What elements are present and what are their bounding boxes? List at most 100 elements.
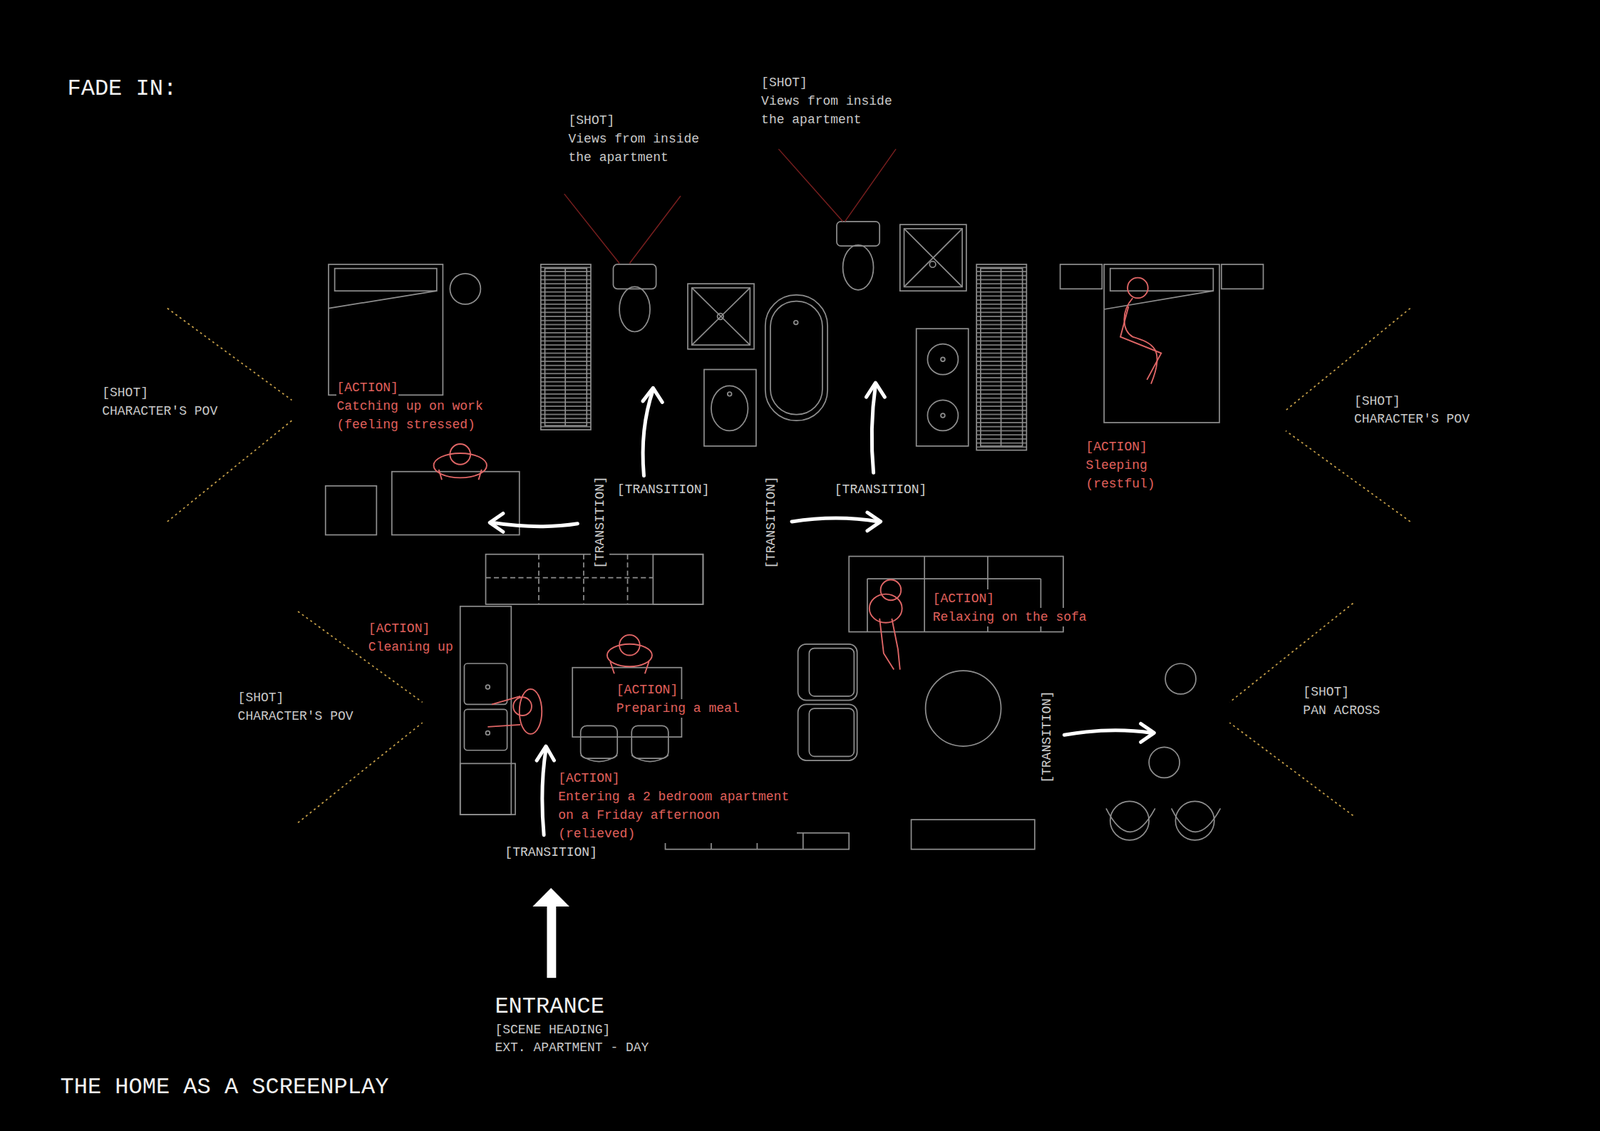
furniture-part (1221, 264, 1264, 289)
transition-arrow-part (867, 512, 881, 531)
transition-arrow-part (642, 387, 663, 402)
furniture-part (692, 287, 751, 345)
furniture-part (631, 755, 669, 762)
character-figure-part (880, 580, 902, 601)
camera-cone-part (1285, 308, 1411, 411)
entrance-label: ENTRANCE (494, 993, 605, 1021)
furniture-part (486, 731, 491, 736)
action-note: Catching up on work (feeling stressed) (336, 396, 491, 435)
camera-cone-part (1229, 602, 1353, 703)
furniture-part (770, 301, 823, 415)
furniture-part (976, 264, 1027, 451)
furniture-part (328, 290, 437, 308)
furniture-part (980, 268, 1023, 447)
character-figure-part (619, 635, 640, 656)
action-note: Entering a 2 bedroom apartment on a Frid… (558, 787, 797, 844)
view-line-part (778, 148, 843, 222)
furniture-part (619, 286, 650, 332)
furniture-part (911, 819, 1035, 850)
furniture-part (612, 264, 656, 289)
transition-arrow-part (866, 382, 886, 397)
furniture-part (334, 268, 437, 292)
furniture-part (692, 287, 751, 345)
character-figure-part (513, 697, 532, 716)
character-figure-part (1127, 277, 1149, 299)
camera-cone (167, 308, 1411, 824)
transition-label: [TRANSITION] (761, 476, 781, 569)
entrance-arrow-part (532, 888, 570, 907)
shot-label: [SHOT] (1302, 682, 1350, 702)
furniture-part (1110, 801, 1149, 840)
transition-label: [TRANSITION] (834, 480, 928, 499)
furniture-part (704, 369, 757, 446)
furniture-part (927, 344, 958, 375)
furniture-part (328, 264, 443, 395)
furniture-part (900, 224, 967, 291)
furniture-part (1110, 268, 1214, 292)
furniture-part (580, 755, 618, 762)
action-note: Preparing a meal (616, 699, 740, 718)
furniture-part (538, 554, 540, 605)
furniture-part (582, 554, 585, 605)
shot-note: Views from inside the apartment (568, 129, 707, 167)
furniture-part (486, 684, 491, 690)
furniture-part (1103, 290, 1214, 310)
entrance-arrow (532, 888, 570, 978)
scene-heading-tag: [SCENE HEADING] (494, 1020, 611, 1040)
shot-note: Views from inside the apartment (761, 91, 900, 129)
transition-arrow-part (489, 513, 504, 532)
furniture-part (652, 554, 703, 605)
furniture-part (867, 577, 1041, 580)
furniture-part (463, 709, 507, 750)
furniture-part (1175, 801, 1214, 840)
furniture-part (793, 320, 799, 325)
character-figure-part (433, 453, 487, 478)
camera-cone-part (167, 308, 293, 401)
transition-arrow-part (542, 749, 546, 835)
transition-arrow-part (791, 518, 879, 522)
shot-label: [SHOT] (1354, 391, 1401, 411)
action-label: [ACTION] (368, 619, 430, 638)
furniture-part (545, 268, 588, 427)
transition-arrow-part (491, 522, 578, 526)
shot-note: CHARACTER'S POV (101, 401, 218, 421)
furniture-part (802, 833, 804, 850)
shot-label: [SHOT] (101, 383, 149, 402)
furniture-part (904, 228, 963, 288)
transition-label: [TRANSITION] (590, 476, 610, 569)
furniture-part (717, 313, 725, 320)
transition-label: [TRANSITION] (617, 480, 710, 499)
character-figure-part (487, 696, 521, 727)
furniture-part (564, 268, 566, 427)
view-line-part (564, 193, 620, 263)
action-label: [ACTION] (1085, 437, 1147, 457)
camera-cone-part (1229, 722, 1353, 816)
furniture-part (940, 413, 946, 418)
furniture-part (836, 221, 880, 246)
furniture-part (460, 606, 512, 815)
furniture (325, 221, 1264, 850)
transition-arrow-part (1064, 730, 1152, 736)
transition-arrow-part (642, 389, 653, 476)
furniture-part (540, 264, 591, 430)
action-label: [ACTION] (616, 680, 678, 700)
character-figure-part (449, 444, 471, 465)
view-line-part (844, 148, 896, 222)
view-line-part (629, 195, 681, 264)
scene-marker: FADE IN: (66, 75, 177, 103)
furniture-part (927, 399, 958, 431)
shot-label: [SHOT] (238, 688, 285, 707)
shot-label: [SHOT] (568, 111, 615, 130)
furniture-part (627, 554, 629, 605)
furniture-part (925, 670, 1002, 747)
furniture-part (923, 556, 926, 633)
action-label: [ACTION] (558, 768, 620, 788)
furniture-part (798, 644, 858, 701)
page-title: THE HOME AS A SCREENPLAY (59, 1074, 389, 1102)
furniture-part (904, 228, 963, 288)
furniture-part (808, 708, 854, 757)
furniture-part (1165, 663, 1196, 695)
furniture-part (449, 273, 481, 305)
